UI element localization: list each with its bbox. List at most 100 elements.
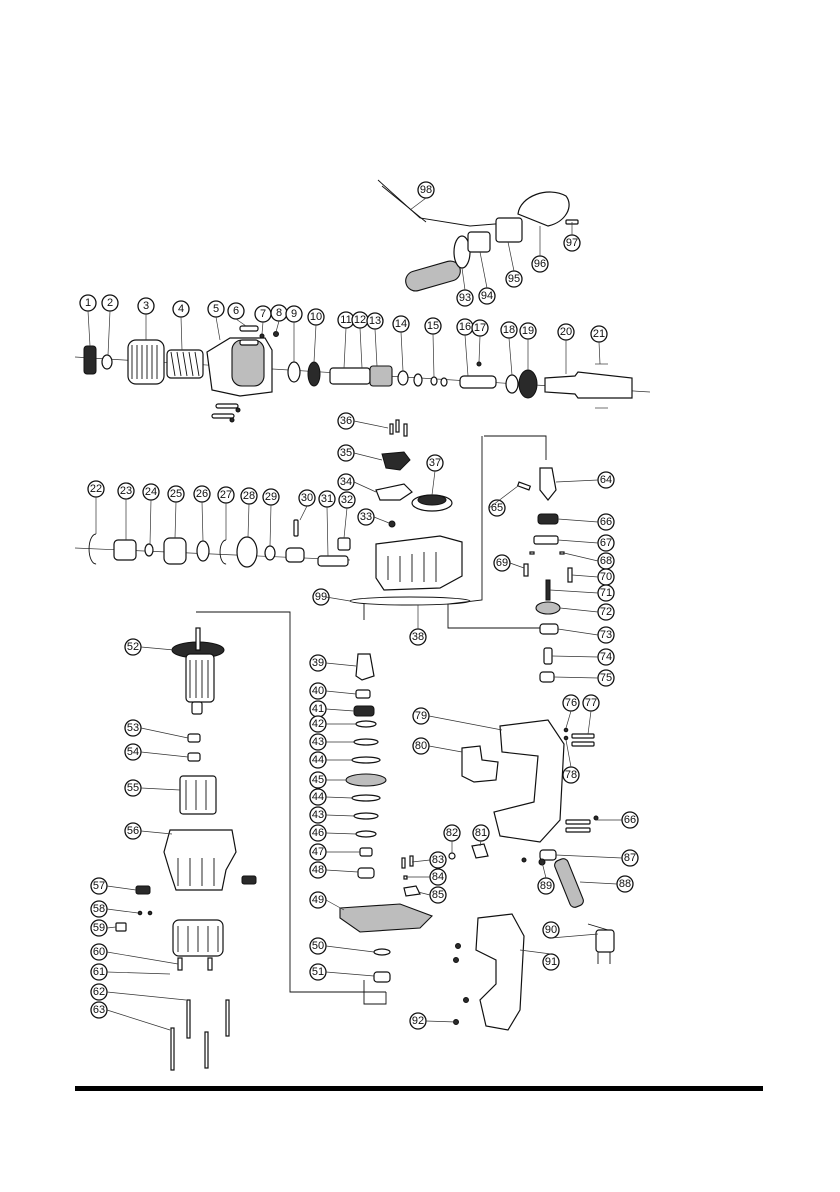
svg-text:67: 67 [600,537,612,549]
svg-text:4: 4 [178,303,184,315]
svg-text:52: 52 [127,641,139,653]
motor-assembly-parts [116,612,386,1070]
svg-text:21: 21 [593,328,605,340]
callout-88: 88 [617,876,633,892]
svg-text:9: 9 [291,308,297,320]
callout-61: 61 [91,964,107,980]
callout-46: 46 [310,825,326,841]
callout-35: 35 [338,445,354,461]
svg-text:65: 65 [491,502,503,514]
callout-71: 71 [598,585,614,601]
svg-text:63: 63 [93,1004,105,1016]
svg-text:27: 27 [220,489,232,501]
callout-84: 84 [430,869,446,885]
callout-17: 17 [472,320,488,336]
svg-text:69: 69 [496,557,508,569]
svg-text:81: 81 [475,827,487,839]
callout-1: 1 [80,295,96,311]
svg-text:66: 66 [624,814,636,826]
callout-97: 97 [564,235,580,251]
callout-14: 14 [393,316,409,332]
callout-56: 56 [125,823,141,839]
svg-text:7: 7 [260,308,266,320]
callout-58: 58 [91,901,107,917]
svg-text:39: 39 [312,657,324,669]
callout-59: 59 [91,920,107,936]
centre-shaft-parts [340,604,432,1004]
svg-text:16: 16 [459,321,471,333]
svg-text:31: 31 [321,493,333,505]
svg-text:32: 32 [341,494,353,506]
svg-text:58: 58 [93,903,105,915]
callout-55: 55 [125,780,141,796]
callout-64: 64 [598,472,614,488]
callout-32: 32 [339,492,355,508]
svg-text:62: 62 [93,986,105,998]
callout-43: 43 [310,734,326,750]
svg-text:48: 48 [312,864,324,876]
callout-25: 25 [168,486,184,502]
svg-text:92: 92 [412,1015,424,1027]
callout-80: 80 [413,738,429,754]
callout-87: 87 [622,850,638,866]
svg-text:74: 74 [600,651,612,663]
svg-text:19: 19 [522,325,534,337]
callout-75: 75 [598,670,614,686]
callout-27: 27 [218,487,234,503]
callout-31: 31 [319,491,335,507]
svg-text:90: 90 [545,924,557,936]
callout-95: 95 [506,271,522,287]
callout-3: 3 [138,298,154,314]
svg-text:60: 60 [93,946,105,958]
callout-13: 13 [367,313,383,329]
svg-text:89: 89 [540,880,552,892]
callout-94: 94 [479,288,495,304]
svg-text:59: 59 [93,922,105,934]
callout-83: 83 [430,852,446,868]
callout-38: 38 [410,629,426,645]
callout-19: 19 [520,323,536,339]
callout-44b: 44 [310,789,326,805]
callout-45: 45 [310,772,326,788]
svg-text:29: 29 [265,491,277,503]
svg-text:95: 95 [508,273,520,285]
svg-text:5: 5 [213,303,219,315]
svg-text:51: 51 [312,966,324,978]
callout-81: 81 [473,825,489,841]
svg-text:44: 44 [312,791,324,803]
svg-text:46: 46 [312,827,324,839]
svg-text:25: 25 [170,488,182,500]
callout-22: 22 [88,481,104,497]
callout-63: 63 [91,1002,107,1018]
svg-text:66: 66 [600,516,612,528]
svg-text:50: 50 [312,940,324,952]
callout-98: 98 [418,182,434,198]
callout-89: 89 [538,878,554,894]
callout-29: 29 [263,489,279,505]
svg-text:17: 17 [474,322,486,334]
svg-text:55: 55 [127,782,139,794]
svg-text:8: 8 [276,307,282,319]
svg-text:93: 93 [459,292,471,304]
callout-51: 51 [310,964,326,980]
svg-text:77: 77 [585,697,597,709]
svg-text:68: 68 [600,555,612,567]
callout-7: 7 [255,306,271,322]
svg-text:70: 70 [600,571,612,583]
bottom-rule [75,1086,763,1091]
callout-67: 67 [598,535,614,551]
callout-66: 66 [598,514,614,530]
callout-26: 26 [194,486,210,502]
callout-30: 30 [299,490,315,506]
callout-28: 28 [241,488,257,504]
callout-36: 36 [338,413,354,429]
svg-text:53: 53 [127,722,139,734]
callout-20: 20 [558,324,574,340]
callout-9: 9 [286,306,302,322]
callout-37: 37 [427,455,443,471]
svg-text:94: 94 [481,290,493,302]
callout-54: 54 [125,744,141,760]
callout-65: 65 [489,500,505,516]
svg-text:76: 76 [565,697,577,709]
svg-text:72: 72 [600,606,612,618]
